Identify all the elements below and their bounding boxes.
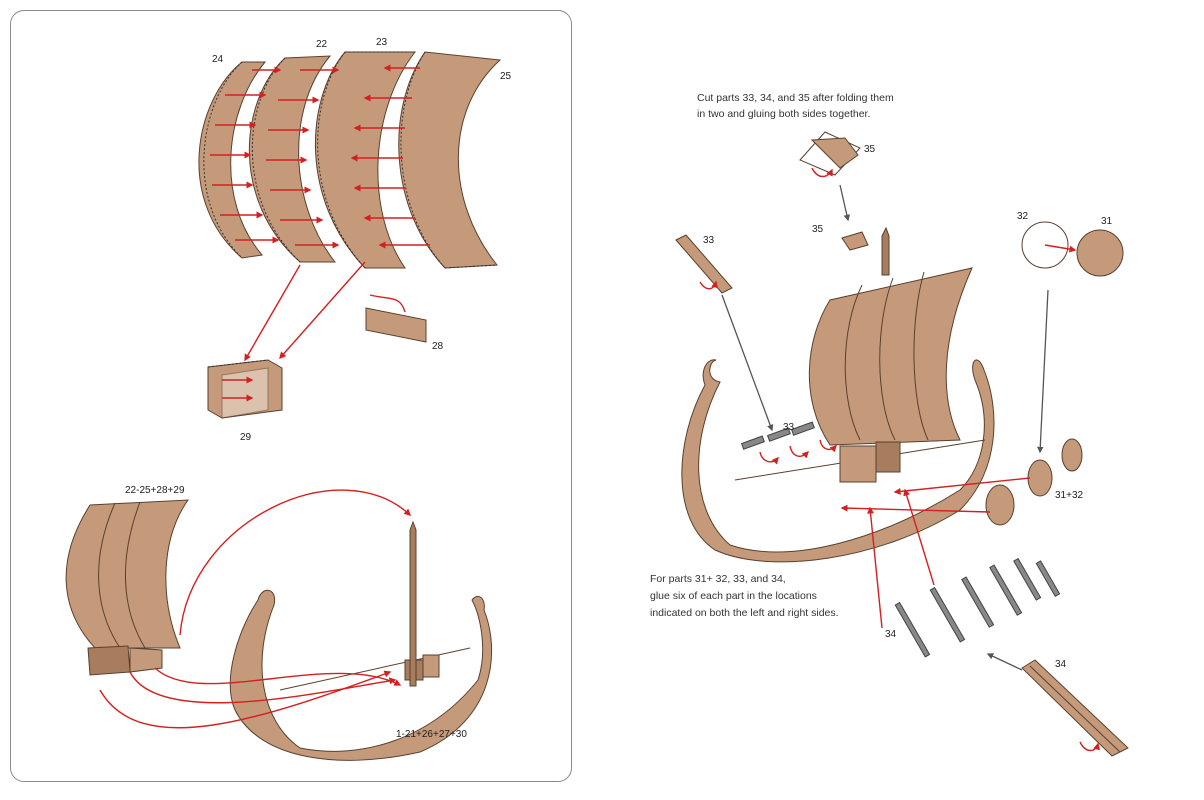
sail-panel-23	[314, 51, 417, 269]
mast-sail-attach-arrows	[99, 489, 412, 729]
sail-panel-25	[398, 51, 502, 269]
label-sail-assembly: 22-25+28+29	[125, 485, 185, 496]
part-34-oars	[894, 557, 1061, 658]
part-33-folded	[675, 234, 733, 294]
note-bottom-line1: For parts 31+ 32, 33, and 34,	[650, 573, 786, 585]
note-top-line2: in two and gluing both sides together.	[697, 108, 870, 120]
part-29-box	[207, 359, 283, 419]
part-35-folded	[799, 131, 861, 178]
label-part-28: 28	[432, 341, 444, 352]
shield-attach-arrows	[840, 477, 1031, 629]
assembled-sail	[65, 499, 189, 676]
label-part-34-stick: 34	[1055, 659, 1067, 670]
sail-glue-arrows	[210, 64, 430, 249]
part-31-32-stack	[985, 438, 1083, 526]
label-part-34-oars: 34	[885, 629, 897, 640]
part-35-vane	[841, 231, 869, 251]
label-part-31: 31	[1101, 216, 1113, 227]
label-part-35-top: 35	[864, 144, 876, 155]
label-hull-assembly: 1-21+26+27+30	[396, 729, 467, 740]
label-part-25: 25	[500, 71, 512, 82]
part-31-disc	[1076, 229, 1124, 277]
note-bottom-line2: glue six of each part in the locations	[650, 590, 817, 602]
label-part-32: 32	[1017, 211, 1029, 222]
label-part-33-ship: 33	[783, 422, 795, 433]
label-part-22: 22	[316, 39, 328, 50]
note-top-line1: Cut parts 33, 34, and 35 after folding t…	[697, 92, 894, 104]
box-attach-arrows	[244, 261, 366, 362]
ship-right	[681, 226, 995, 563]
part-28-block	[365, 294, 427, 343]
label-part-23: 23	[376, 37, 388, 48]
oar-slot-oars	[740, 421, 815, 450]
label-part-29: 29	[240, 432, 252, 443]
part-34-folded	[1021, 659, 1129, 757]
sail-panel-24	[198, 61, 267, 259]
note-bottom-line3: indicated on both the left and right sid…	[650, 607, 839, 619]
hull-left	[229, 520, 493, 761]
label-part-31-32: 31+32	[1055, 490, 1084, 501]
label-part-35-mid: 35	[812, 224, 824, 235]
label-part-33-top: 33	[703, 235, 715, 246]
label-part-24: 24	[212, 54, 224, 65]
